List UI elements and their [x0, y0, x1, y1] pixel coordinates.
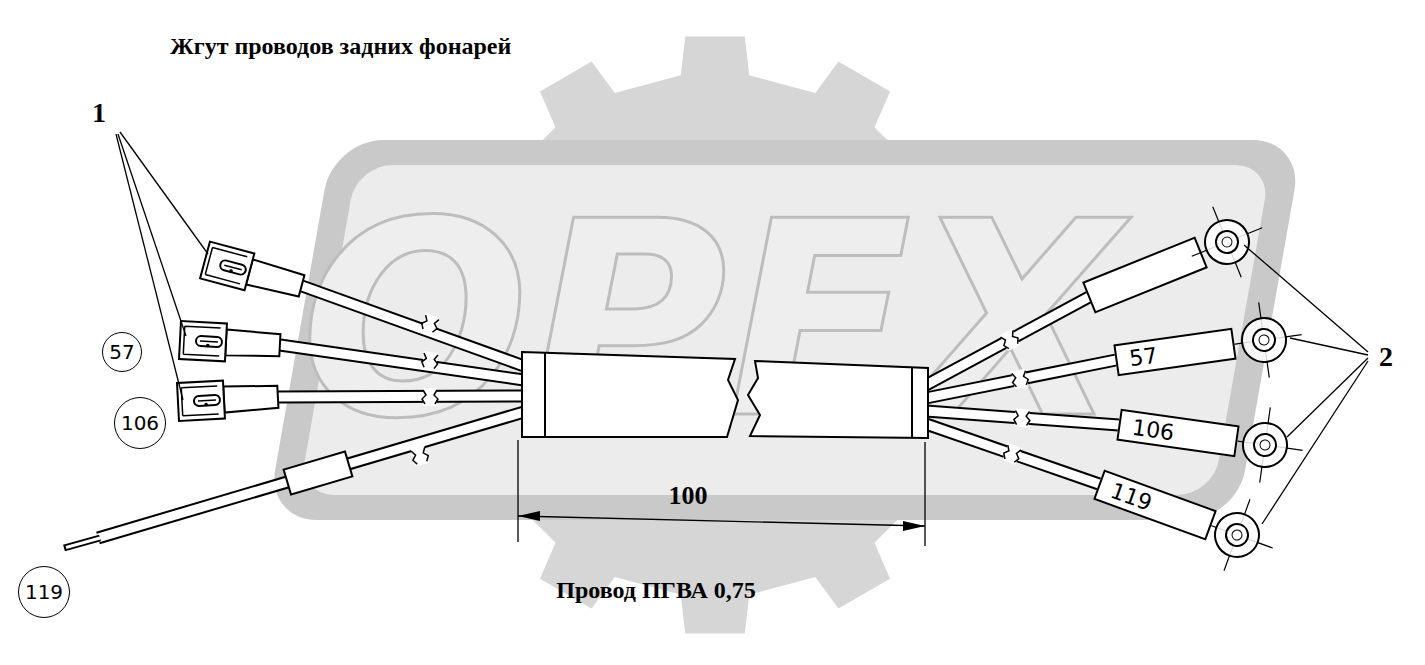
watermark-frame-inner: [299, 165, 1271, 495]
wire-break: [420, 313, 441, 335]
title: Жгут проводов задних фонарей: [170, 33, 511, 60]
wire-break: [422, 388, 438, 406]
bare-conductor-core: [66, 538, 100, 548]
node-text: 119: [25, 580, 63, 604]
main-sleeve: [748, 361, 928, 438]
watermark-frame: [266, 140, 1303, 520]
wire-break: [410, 445, 430, 467]
wire-core: [280, 345, 524, 380]
flat-connector: [200, 242, 306, 305]
callout-circle: 106: [114, 397, 166, 449]
wire-break: [999, 328, 1022, 351]
sleeve-cuff: [544, 353, 546, 437]
leader-line: [1290, 338, 1368, 355]
sleeve-cuff: [911, 367, 913, 438]
terminal-tube: [1083, 238, 1206, 313]
wire-break: [1001, 443, 1022, 465]
ring-terminal: [1178, 193, 1277, 292]
leader-line: [118, 134, 186, 336]
node-text: 57: [1128, 342, 1159, 371]
node-text: 106: [1131, 414, 1176, 445]
leader-line: [1244, 245, 1368, 352]
extension-line: [924, 442, 925, 546]
dimension-arrow: [518, 511, 540, 521]
wire-outline: [926, 424, 1099, 484]
wire-core: [926, 360, 1116, 398]
main-sleeve: [522, 352, 738, 437]
flat-connector: [177, 378, 279, 421]
dimension-arrow: [903, 521, 925, 531]
node-text: 106: [121, 411, 159, 435]
extension-line: [517, 440, 518, 542]
callout-circle: 57: [102, 332, 142, 372]
leader-line: [120, 132, 208, 254]
wire-outline: [280, 345, 524, 380]
callout-number: 1: [92, 97, 106, 129]
caption: Провод ПГВА 0,75: [556, 577, 755, 604]
wire-break: [1010, 369, 1029, 390]
dimension-line: [518, 516, 925, 526]
wire-outline: [278, 396, 524, 397]
wire-break: [421, 351, 439, 371]
node-text: 57: [109, 340, 134, 364]
dimension-value: 100: [669, 481, 708, 511]
wire-outline: [926, 360, 1116, 398]
flat-connector: [179, 321, 281, 364]
wire-break: [1013, 408, 1030, 427]
callout-number: 2: [1379, 341, 1393, 373]
bare-conductor: [64, 538, 100, 548]
leader-line: [1262, 361, 1368, 524]
wire-sleeve: [284, 451, 353, 494]
callout-circle: 119: [18, 566, 70, 618]
wire-core: [926, 424, 1099, 484]
wire-core: [278, 396, 524, 397]
leader-line: [1287, 358, 1368, 437]
